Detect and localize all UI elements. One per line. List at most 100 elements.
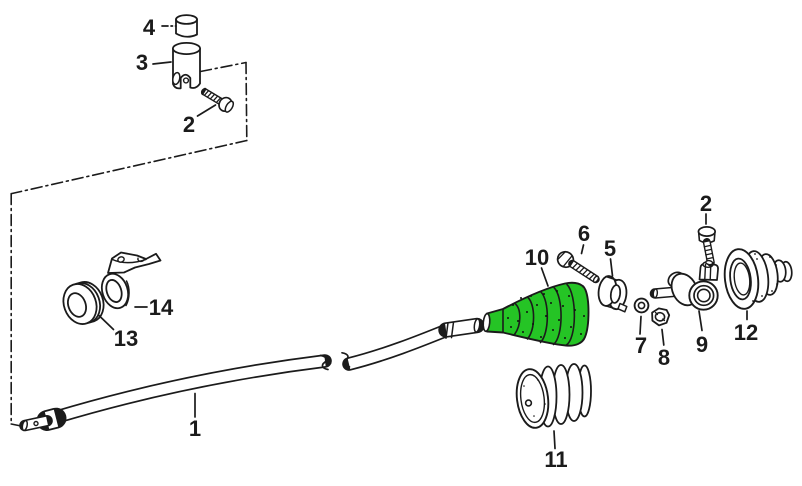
boot11-speckles (523, 379, 546, 417)
speckle (568, 295, 570, 297)
callout-11[interactable]: 11 (544, 447, 567, 472)
grommet-bore (67, 292, 87, 318)
dot (523, 385, 525, 387)
speckle (564, 337, 566, 339)
rod-pin-hole (33, 420, 39, 427)
part-5-clamp[interactable] (597, 275, 629, 313)
clamp-bore (609, 284, 622, 304)
part-11-boot[interactable] (514, 363, 592, 430)
part-3-bushing[interactable] (171, 42, 201, 90)
dot (756, 258, 758, 260)
callout-10[interactable]: 10 (525, 245, 549, 270)
callout-8[interactable]: 8 (658, 345, 670, 370)
rod-break-squiggle2 (341, 351, 351, 368)
speckle (510, 326, 512, 328)
speckle (562, 305, 564, 307)
callout-14[interactable]: 14 (149, 295, 174, 320)
bolt-threads (571, 262, 595, 280)
leader-11 (553, 430, 556, 450)
rod-break-squiggle (319, 354, 329, 371)
callout-12[interactable]: 12 (734, 320, 758, 345)
dot (771, 290, 773, 292)
callout-7[interactable]: 7 (635, 333, 647, 358)
part-12-joint-cup[interactable] (721, 247, 793, 311)
boot-speckles (507, 290, 585, 339)
speckle (540, 336, 542, 338)
bolt-head-facets (556, 251, 573, 268)
speckle (552, 329, 554, 331)
rod-tip-face (21, 419, 29, 432)
part-4-cap[interactable] (175, 14, 198, 38)
speckle (558, 319, 560, 321)
nut-facet-marks (654, 311, 666, 322)
callout-2-right[interactable]: 2 (700, 191, 712, 216)
speckle (574, 309, 576, 311)
speckle (570, 326, 572, 328)
leader-9 (698, 310, 703, 332)
rod-tube-fill (53, 355, 326, 423)
part-8-nut[interactable] (651, 307, 671, 327)
part-6-bolt[interactable] (555, 249, 602, 287)
boot-cuff-opening (482, 312, 491, 333)
bolt-threads (703, 244, 714, 260)
coupling-tab-notches (704, 263, 712, 281)
coupling-bore (696, 288, 711, 303)
leader-3 (152, 61, 172, 65)
leader-10 (540, 267, 549, 287)
callout-13[interactable]: 13 (114, 326, 138, 351)
dot (754, 253, 756, 255)
clamp-bridge-lines (605, 275, 618, 311)
callout-2-left[interactable]: 2 (183, 112, 195, 137)
callout-5[interactable]: 5 (604, 236, 616, 261)
boundary-segment (199, 61, 247, 73)
bracket-ring-edge (125, 280, 130, 307)
bracket-ring-bore (105, 279, 123, 303)
part-13-grommet[interactable] (58, 277, 109, 328)
rod-stub-fill (24, 416, 48, 430)
speckle (520, 297, 522, 299)
speckle (543, 293, 545, 295)
callout-3[interactable]: 3 (136, 50, 148, 75)
dot (752, 300, 754, 302)
speckle (522, 331, 524, 333)
rod-sleeve-tip (473, 318, 481, 333)
speckle (530, 295, 532, 297)
cup-rivet-dots (752, 253, 778, 302)
cap-top-face (175, 14, 198, 25)
part-7-washer[interactable] (633, 297, 650, 314)
screw-head-face (224, 100, 235, 113)
part-2-screw-upper-left[interactable] (199, 85, 236, 115)
callout-6[interactable]: 6 (578, 221, 590, 246)
boundary-segment (11, 139, 248, 195)
dot (775, 264, 777, 266)
callout-9[interactable]: 9 (696, 332, 708, 357)
part-1-rod[interactable] (19, 317, 485, 432)
speckle (507, 317, 509, 319)
coupling-shaft-tip (652, 288, 659, 299)
speckle (550, 302, 552, 304)
part-10-boot-highlighted[interactable] (482, 281, 590, 347)
leader-7 (639, 315, 642, 335)
bolt-tip (705, 259, 714, 266)
part-14-bracket[interactable] (98, 251, 162, 312)
leader-6 (580, 244, 585, 255)
boot-rib (565, 283, 576, 347)
speckle (583, 315, 585, 317)
bushing-pin-hole (182, 77, 190, 84)
bracket-notch (137, 257, 145, 263)
boot11-center-hole (524, 399, 533, 407)
part-9-coupling[interactable] (649, 261, 719, 311)
callout-4[interactable]: 4 (143, 15, 156, 40)
cup-inner-line (733, 262, 751, 296)
leader-13 (98, 314, 115, 331)
boundary-segment (245, 61, 248, 142)
part-2-bolt-right[interactable] (697, 226, 716, 267)
boot-rib (539, 291, 549, 344)
boot-body-highlighted (483, 281, 590, 347)
boot-rib (513, 302, 521, 336)
bolt-head-top (697, 226, 716, 237)
callout-1[interactable]: 1 (189, 416, 201, 441)
screw-threads (203, 90, 222, 104)
rod-sleeve-fill (445, 319, 478, 337)
